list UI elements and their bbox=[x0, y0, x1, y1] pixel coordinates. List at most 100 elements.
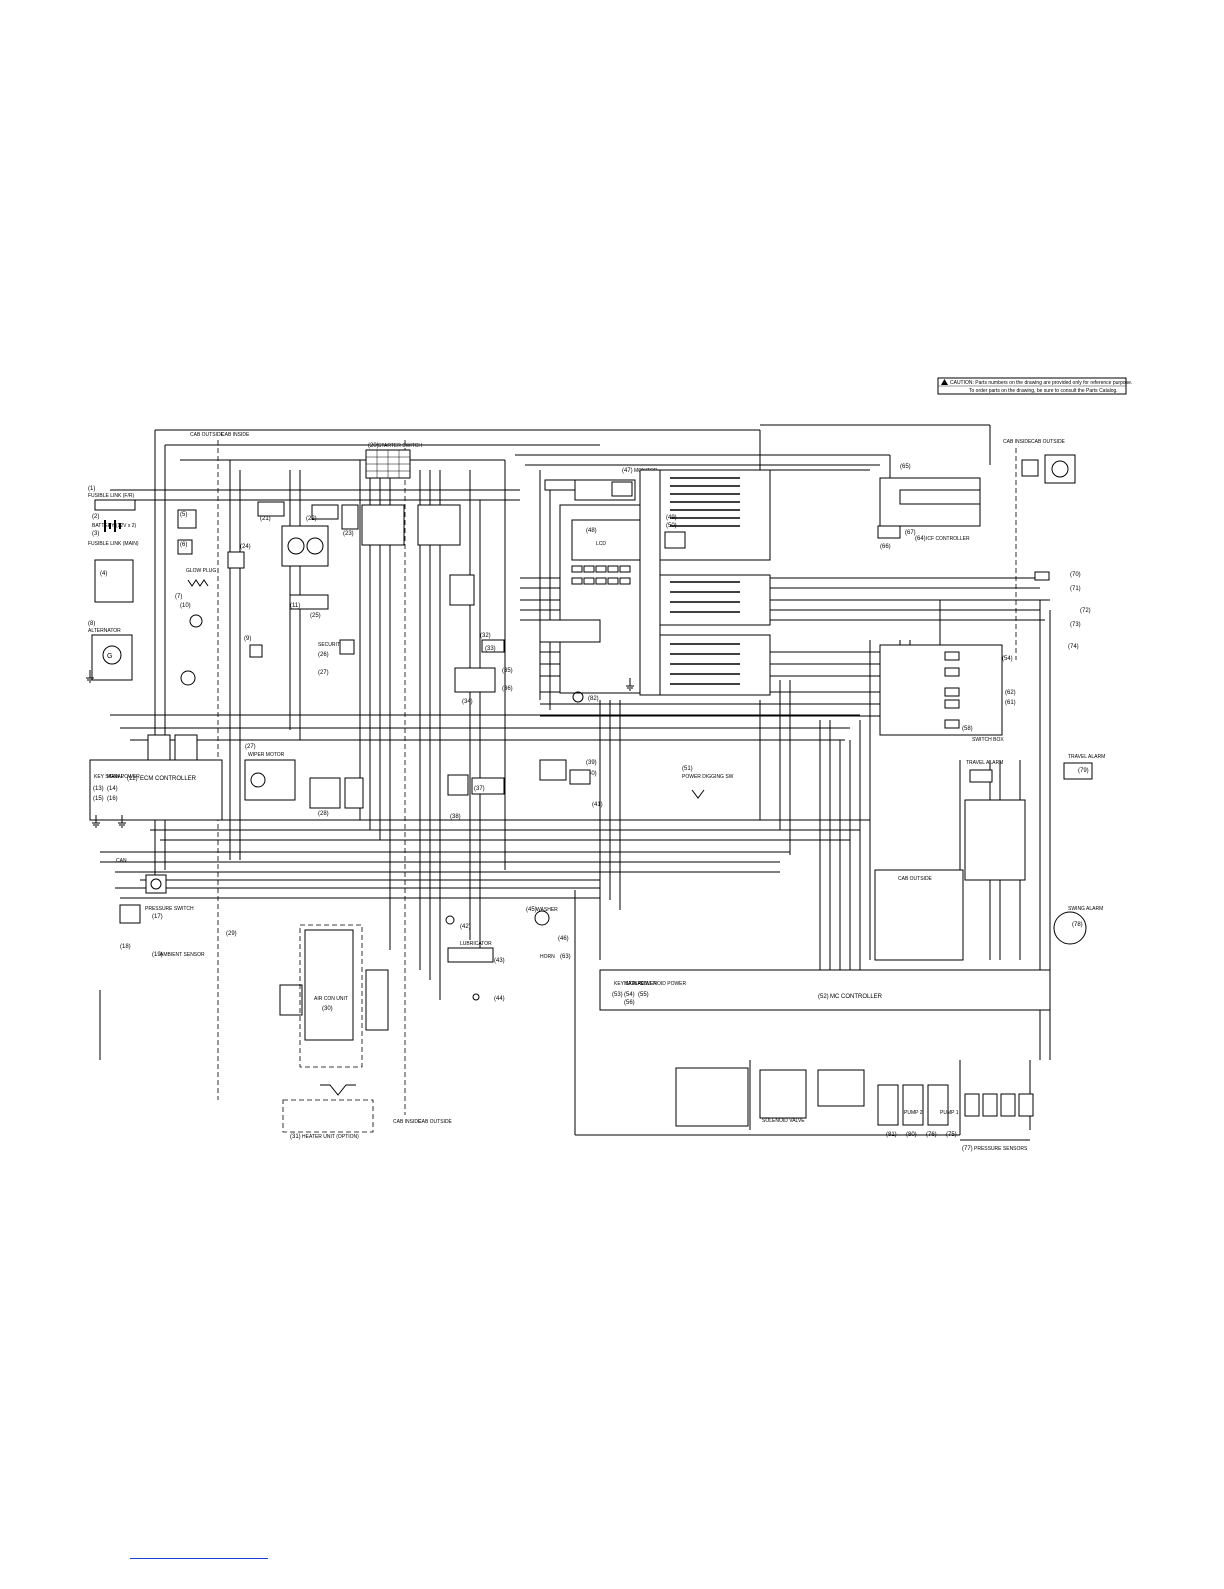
power-digging: (51) POWER DIGGING SW bbox=[682, 766, 734, 799]
label-power-digging: POWER DIGGING SW bbox=[682, 774, 734, 780]
switch-box: (54) (62) (61) (58) SWITCH BOX bbox=[879, 644, 1016, 743]
caution-line-2: To order parts on the drawing, be sure t… bbox=[969, 388, 1118, 394]
label-travel-alarm-left: TRAVEL ALARM bbox=[966, 760, 1003, 766]
label-c82: (82) bbox=[588, 696, 599, 702]
label-c33: (33) bbox=[485, 646, 496, 652]
warning-triangle-icon bbox=[941, 379, 948, 385]
label-c72: (72) bbox=[1080, 608, 1091, 614]
caution-line-1: CAUTION: Parts numbers on the drawing ar… bbox=[950, 380, 1132, 386]
relay-coil-icon bbox=[306, 537, 324, 555]
starter-switch-table: (20) STARTER SWITCH bbox=[365, 443, 422, 479]
label-c80: (80) bbox=[906, 1132, 917, 1138]
relay-coil-icon bbox=[287, 537, 305, 555]
label-heater-unit: HEATER UNIT (OPTION) bbox=[302, 1134, 359, 1140]
caution-note: CAUTION: Parts numbers on the drawing ar… bbox=[937, 377, 1132, 395]
label-c55: (55) bbox=[638, 992, 649, 998]
label-c18: (18) bbox=[120, 944, 131, 950]
label-washer: WASHER bbox=[536, 907, 558, 913]
label-c9: (9) bbox=[244, 636, 251, 642]
label-c24: (24) bbox=[240, 544, 251, 550]
label-c10: (10) bbox=[180, 603, 191, 609]
label-c16: (16) bbox=[107, 796, 118, 802]
swing-alarm: SWING ALARM (78) bbox=[1053, 906, 1103, 945]
label-c42: (42) bbox=[460, 924, 471, 930]
label-c53: (53) bbox=[612, 992, 623, 998]
glow-plug-icon bbox=[187, 579, 209, 587]
icf-controller: (65) (64) ICF CONTROLLER (66) (67) bbox=[877, 454, 1076, 550]
label-c71: (71) bbox=[1070, 586, 1081, 592]
relay-cluster-top: (21) (24) (22) (23) (11) bbox=[227, 501, 359, 610]
ecm-controller: KEY SIGNAL MAIN POWER (13) (14) (12) ECM… bbox=[89, 734, 223, 821]
label-pressure-sensors: PRESSURE SENSORS bbox=[974, 1146, 1028, 1152]
label-pressure-switch: PRESSURE SWITCH bbox=[145, 906, 194, 912]
label-c79: (79) bbox=[1078, 768, 1089, 774]
label-c26: (26) bbox=[318, 652, 329, 658]
label-c2: (2) bbox=[92, 514, 99, 520]
label-c17: (17) bbox=[152, 914, 163, 920]
glow-section: (5) (6) GLOW PLUG (7) (10) (9) bbox=[175, 509, 263, 686]
label-c58: (58) bbox=[962, 726, 973, 732]
label-c23: (23) bbox=[343, 531, 354, 537]
label-c38: (38) bbox=[450, 814, 461, 820]
label-c25: (25) bbox=[310, 613, 321, 619]
footer-rule bbox=[130, 1558, 268, 1559]
zone-cab-inside-top-left: CAB INSIDE bbox=[221, 432, 250, 438]
label-c35: (35) bbox=[502, 668, 513, 674]
label-c29: (29) bbox=[226, 931, 237, 937]
alternator-icon bbox=[102, 645, 122, 665]
antenna-icon bbox=[1051, 460, 1069, 478]
label-c54: (54) bbox=[1002, 656, 1013, 662]
zone-cab-inside-bottom: CAB INSIDE bbox=[393, 1119, 422, 1125]
label-switch-box: SWITCH BOX bbox=[972, 737, 1004, 743]
label-glow-plug: GLOW PLUG bbox=[186, 568, 216, 574]
wiper-section: (27) WIPER MOTOR (28) bbox=[244, 744, 364, 817]
svg-text:G: G bbox=[107, 653, 112, 660]
label-c22: (22) bbox=[306, 516, 317, 522]
label-c52: (52) bbox=[818, 994, 829, 1000]
label-c21: (21) bbox=[260, 516, 271, 522]
ground-symbols bbox=[86, 670, 634, 828]
label-c12: (12) bbox=[127, 776, 138, 782]
label-c27b: (27) bbox=[245, 744, 256, 750]
horn-switch-icon bbox=[472, 993, 480, 1001]
label-c30: (30) bbox=[322, 1006, 333, 1012]
heater-core-icon bbox=[320, 1084, 356, 1096]
label-c74: (74) bbox=[1068, 644, 1079, 650]
label-c3: (3) bbox=[92, 531, 99, 537]
label-c65: (65) bbox=[900, 464, 911, 470]
label-c46: (46) bbox=[558, 936, 569, 942]
label-c1: (1) bbox=[88, 486, 95, 492]
label-cab-outside-panel: CAB OUTSIDE bbox=[898, 876, 933, 882]
label-c11: (11) bbox=[290, 603, 300, 609]
label-alternator: ALTERNATOR bbox=[88, 628, 121, 634]
label-c73: (73) bbox=[1070, 622, 1081, 628]
label-fusible-link-main: FUSIBLE LINK (MAIN) bbox=[88, 541, 139, 547]
label-main-power: MAIN POWER bbox=[107, 774, 140, 780]
label-c75: (75) bbox=[946, 1132, 957, 1138]
label-solenoid-valve: SOLENOID VALVE bbox=[762, 1118, 805, 1124]
label-pump1: PUMP 1 bbox=[940, 1110, 959, 1116]
fuel-pump-icon bbox=[180, 670, 196, 686]
label-c6: (6) bbox=[180, 542, 187, 548]
lamp-icon bbox=[572, 691, 584, 703]
label-c47: (47) bbox=[622, 468, 633, 474]
zone-cab-outside-top-right: CAB OUTSIDE bbox=[1031, 439, 1066, 445]
label-solenoid-power: SOLENOID POWER bbox=[640, 981, 687, 987]
label-horn: HORN bbox=[540, 954, 555, 960]
right-options: (70) (71) (72) (73) (74) bbox=[1034, 571, 1091, 650]
label-c31: (31) bbox=[290, 1134, 301, 1140]
label-starter-switch: STARTER SWITCH bbox=[378, 443, 422, 449]
connector-blocks: (32) (33) (35) (36) (34) (25) SECURITY (… bbox=[310, 504, 513, 705]
zone-cab-outside-bottom: CAB OUTSIDE bbox=[418, 1119, 453, 1125]
label-mc-key-signal: KEY SIGNAL bbox=[614, 981, 644, 987]
mc-controller: KEY SIGNAL MAIN POWER SOLENOID POWER (53… bbox=[599, 969, 1051, 1011]
label-c20: (20) bbox=[368, 443, 379, 449]
label-security: SECURITY bbox=[318, 642, 344, 648]
label-c36: (36) bbox=[502, 686, 513, 692]
accessory-section: (42) LUBRICATOR (43) (44) (45) WASHER (4… bbox=[445, 907, 571, 1002]
label-c56: (56) bbox=[624, 1000, 635, 1006]
label-c63: (63) bbox=[560, 954, 571, 960]
label-c13: (13) bbox=[93, 786, 104, 792]
switch-icon bbox=[691, 789, 705, 799]
